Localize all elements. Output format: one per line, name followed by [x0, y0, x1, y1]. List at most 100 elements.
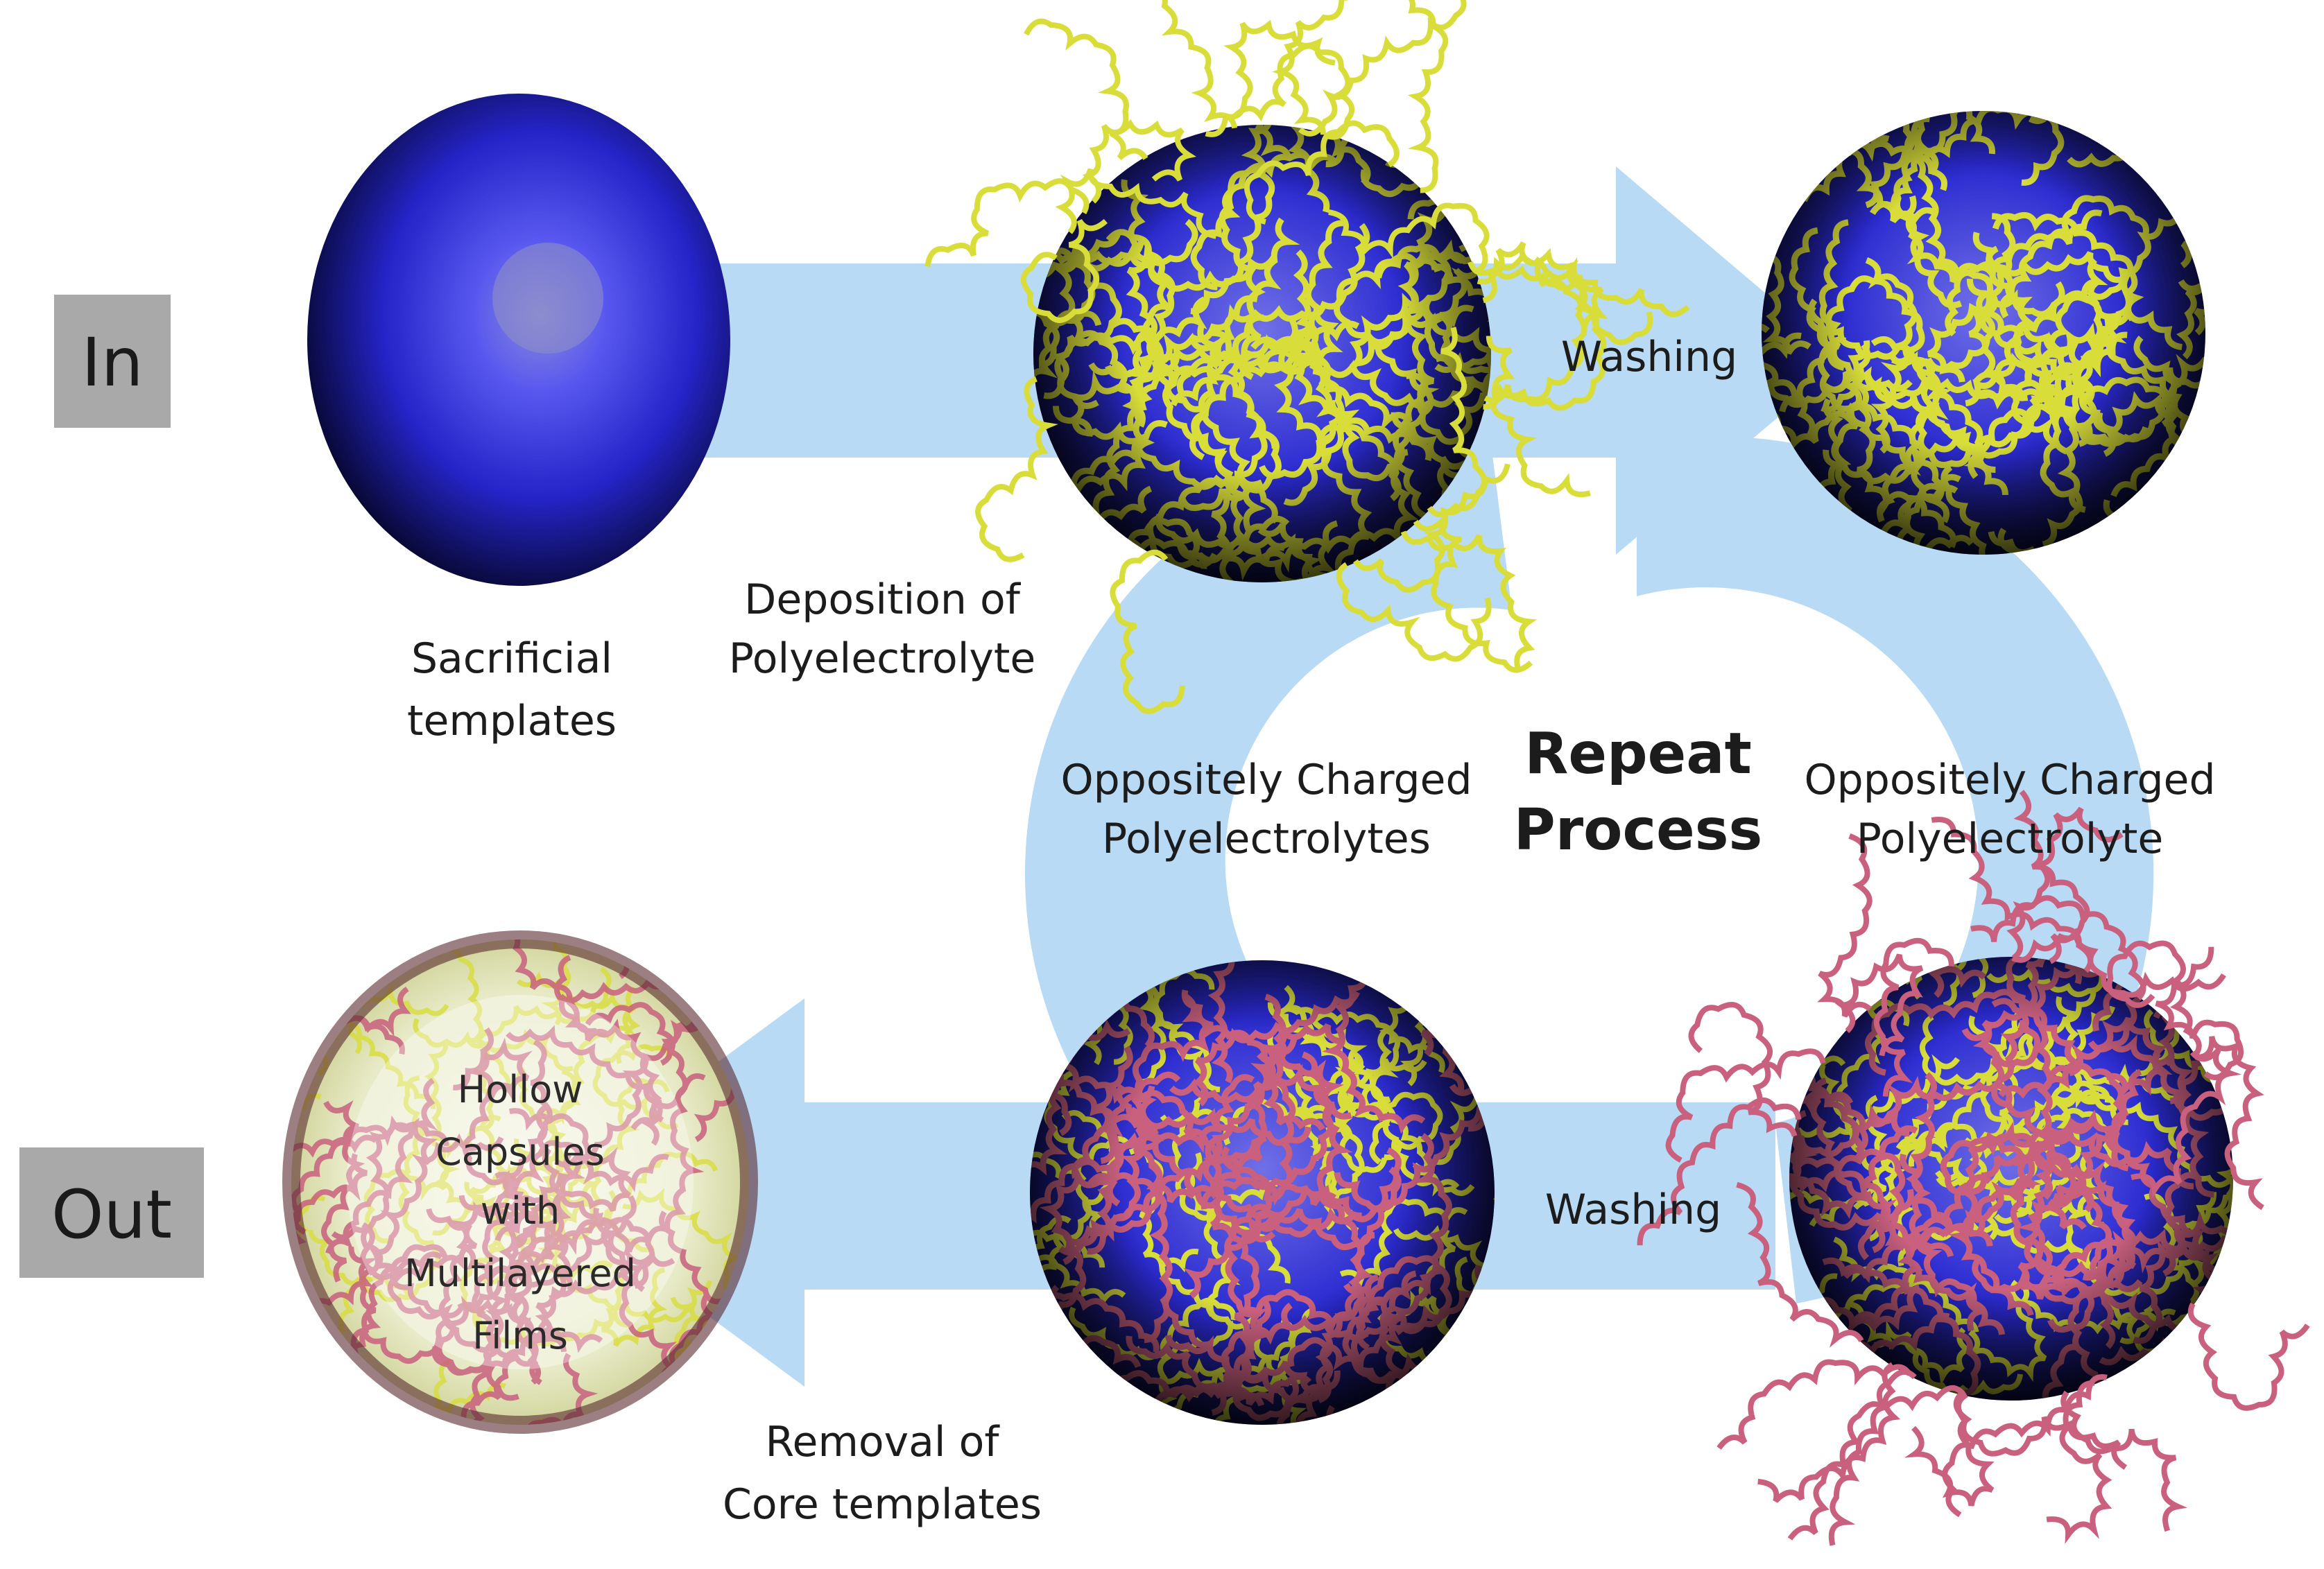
pink-strand	[553, 955, 664, 1123]
pink-strand-loose	[1904, 1392, 1995, 1507]
pink-strand	[368, 1266, 543, 1385]
label-sacrificial-line2: templates	[407, 697, 617, 745]
label-removal: Removal of Core templates	[723, 1418, 1042, 1529]
yellow-strand	[516, 971, 641, 1064]
pink-strand-loose	[2060, 1390, 2187, 1532]
label-washing-top: Washing	[1561, 333, 1737, 381]
pink-coated-sphere-1	[1637, 790, 2310, 1546]
pink-strand-loose	[2006, 806, 2124, 961]
yellow-strand	[592, 1044, 679, 1129]
yellow-strand-loose	[1055, 168, 1217, 239]
pink-strand	[291, 1102, 378, 1158]
yellow-strand-loose	[1467, 257, 1690, 318]
pink-strand-loose	[1716, 1359, 1913, 1450]
yellow-strand	[433, 1358, 543, 1425]
yellow-strand-loose	[1407, 0, 1449, 193]
label-hollow: Hollow Capsules with Multilayered Films	[404, 1068, 636, 1358]
pink-strand-loose	[1787, 1369, 1917, 1541]
pink-strand-loose	[1970, 895, 2146, 1000]
label-sacrificial-line1: Sacrificial	[411, 634, 612, 683]
pink-strand-loose	[1665, 1048, 1826, 1163]
pink-strand-loose	[1873, 937, 1954, 1097]
yellow-strand	[2194, 263, 2205, 336]
label-sacrificial: Sacrificial templates	[407, 634, 617, 745]
pink-strand	[535, 1105, 647, 1292]
yellow-strand	[1385, 125, 1491, 168]
yellow-strand-loose	[1232, 43, 1355, 140]
yellow-strand-loose	[1298, 0, 1467, 137]
yellow-strand-loose	[924, 178, 1090, 268]
label-repeat-line1: Repeat	[1524, 721, 1752, 787]
pink-strand	[445, 1355, 519, 1425]
yellow-strand-loose	[1427, 327, 1488, 518]
yellow-strand-loose	[1483, 257, 1587, 404]
yellow-strand-loose	[1483, 279, 1607, 411]
hollow-capsule	[282, 930, 758, 1434]
out-tag: Out	[19, 1147, 204, 1278]
yellow-strand-loose	[1353, 463, 1510, 593]
label-opp-right-line1: Oppositely Charged	[1804, 756, 2215, 804]
yellow-strand-loose	[1272, 0, 1349, 135]
pink-strand	[489, 1195, 571, 1353]
pink-strand	[361, 1208, 478, 1285]
label-hollow-line5: Films	[472, 1314, 568, 1358]
label-hollow-line4: Multilayered	[404, 1251, 636, 1295]
label-hollow-line3: with	[481, 1189, 560, 1233]
yellow-strand-loose	[1328, 202, 1490, 275]
yellow-strand	[1826, 111, 1898, 162]
label-removal-line2: Core templates	[723, 1480, 1042, 1529]
pink-strand	[387, 1244, 520, 1320]
pink-strand	[453, 1027, 533, 1104]
pink-strand-loose	[2131, 1048, 2241, 1199]
pink-strand-loose	[1637, 1097, 1802, 1246]
yellow-strand-loose	[1110, 549, 1185, 714]
label-oppositely-left: Oppositely Charged Polyelectrolytes	[1060, 756, 1472, 863]
yellow-strand	[291, 1005, 338, 1070]
pink-strand	[694, 1000, 749, 1143]
pink-strand	[505, 1219, 631, 1348]
label-washing-bottom: Washing	[1545, 1186, 1721, 1234]
pink-strand	[482, 1211, 526, 1401]
yellow-strand-loose	[1486, 336, 1591, 498]
yellow-strand-loose	[1024, 18, 1148, 161]
yellow-strand-loose	[1082, 119, 1196, 204]
yellow-strand-loose	[1413, 513, 1533, 673]
yellow-strand-loose	[1161, 0, 1238, 129]
yellow-strand-loose	[1020, 218, 1108, 323]
pink-strand	[626, 1073, 706, 1253]
pink-strand	[472, 1153, 586, 1317]
label-opp-right-line2: Polyelectrolyte	[1857, 815, 2164, 863]
label-opp-left-line1: Oppositely Charged	[1060, 756, 1472, 804]
yellow-strand-loose	[1477, 248, 1653, 345]
pink-strand	[1326, 1405, 1467, 1425]
pink-strand	[361, 1295, 544, 1364]
label-hollow-line2: Capsules	[436, 1130, 605, 1174]
pink-strand-loose	[1931, 817, 2094, 973]
yellow-strand-loose	[1336, 562, 1492, 662]
pink-strand-loose	[1828, 1385, 1965, 1546]
pink-strand-loose	[1757, 1362, 1901, 1503]
label-repeat-process: Repeat Process	[1514, 721, 1763, 863]
in-tag-text: In	[81, 324, 143, 401]
yellow-strand	[308, 1229, 440, 1303]
pink-strand-loose	[1942, 1374, 2108, 1518]
pink-strand-loose	[2106, 940, 2202, 1058]
yellow-strand-loose	[1205, 19, 1336, 137]
yellow-strand	[2180, 126, 2205, 268]
pink-strand	[331, 1115, 438, 1240]
out-tag-text: Out	[51, 1176, 172, 1254]
label-removal-line1: Removal of	[766, 1418, 1001, 1466]
pink-strand-loose	[1736, 1181, 1864, 1348]
pink-strand-loose	[2046, 1380, 2112, 1544]
label-oppositely-right: Oppositely Charged Polyelectrolyte	[1804, 756, 2215, 863]
pink-strand-loose	[1817, 833, 1873, 1018]
pink-strand	[585, 1002, 689, 1146]
pink-strand	[516, 1247, 675, 1367]
pink-strand-loose	[2155, 946, 2244, 1081]
pink-strand	[368, 1133, 504, 1276]
pink-strand-loose	[1688, 1002, 1798, 1137]
label-deposition: Deposition of Polyelectrolyte	[729, 575, 1036, 683]
yellow-strand	[601, 1267, 667, 1347]
pink-strand-loose	[1955, 1392, 2128, 1470]
